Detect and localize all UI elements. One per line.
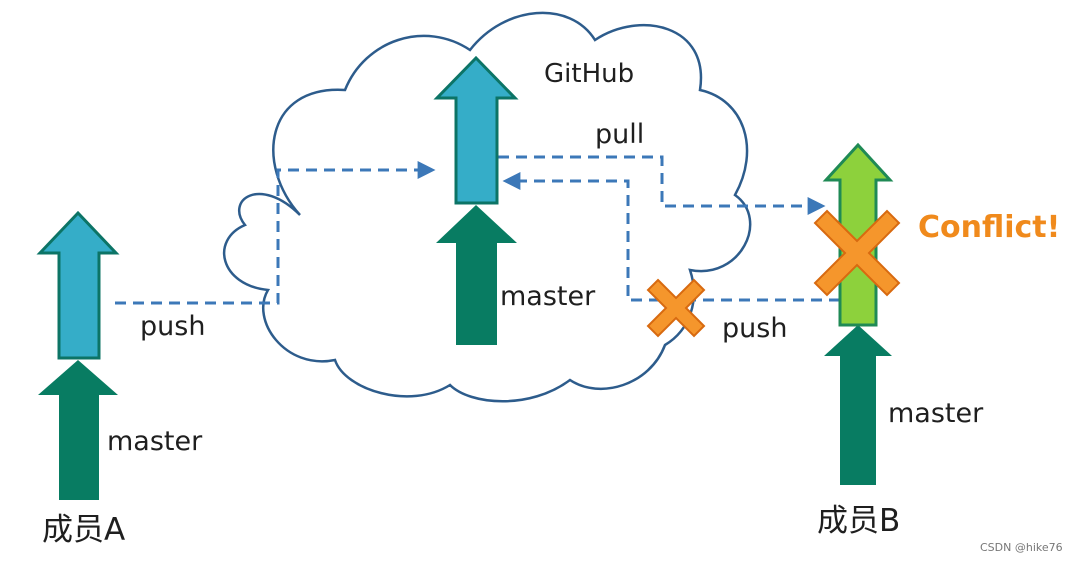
master-b-arrow bbox=[824, 325, 892, 485]
pull-line bbox=[498, 155, 826, 215]
push-b-line bbox=[502, 172, 840, 302]
member-a-label: 成员A bbox=[42, 512, 125, 548]
push-a-label: push bbox=[140, 311, 205, 342]
conflict-label: Conflict! bbox=[918, 210, 1060, 245]
github-cloud: GitHub bbox=[222, 11, 752, 403]
pull-label: pull bbox=[595, 119, 644, 150]
master-github-label: master bbox=[500, 281, 596, 312]
master-b-label: master bbox=[888, 398, 984, 429]
master-github-arrow bbox=[436, 205, 517, 345]
x-mark-icon bbox=[646, 278, 706, 338]
member-a-stack bbox=[36, 210, 120, 500]
master-a-label: master bbox=[107, 426, 203, 457]
member-b-label: 成员B bbox=[817, 503, 900, 539]
cloud-title: GitHub bbox=[544, 59, 634, 89]
github-stack bbox=[433, 55, 519, 345]
member-b-stack bbox=[822, 142, 894, 485]
push-b-label: push bbox=[722, 313, 787, 344]
watermark: CSDN @hike76 bbox=[980, 541, 1063, 554]
x-mark-icon bbox=[813, 209, 901, 297]
commit-a-arrow bbox=[36, 210, 120, 360]
master-a-arrow bbox=[38, 360, 118, 500]
dashed-connectors bbox=[115, 155, 840, 305]
push-a-line bbox=[115, 161, 436, 305]
commit-github-arrow bbox=[433, 55, 519, 205]
